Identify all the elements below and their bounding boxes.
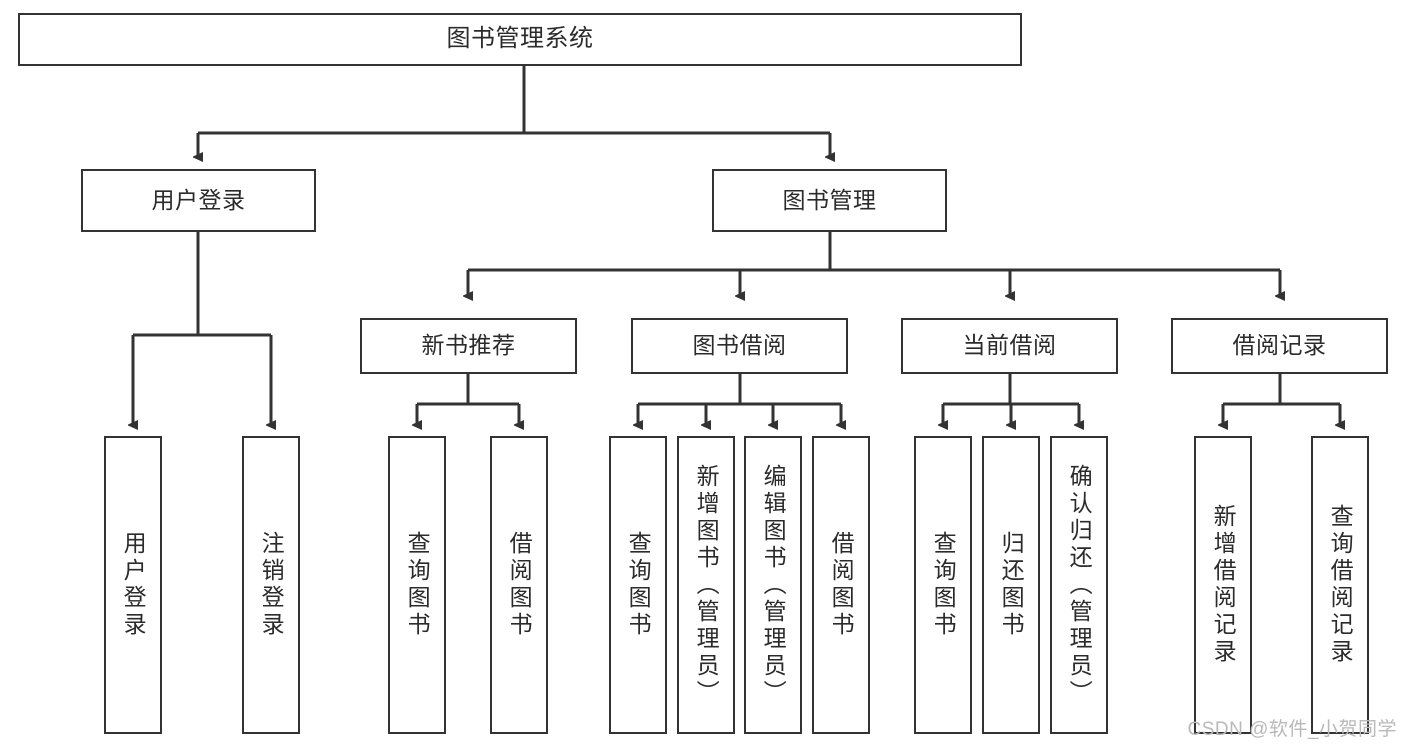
node-new-book-recommend[interactable]: 新书推荐 [360, 318, 577, 374]
node-label: 查询借阅记录 [1327, 504, 1354, 666]
connector-newbook-to-leaves [417, 374, 519, 425]
connector-current-to-leaves [943, 374, 1079, 425]
node-label: 图书借阅 [692, 332, 787, 359]
node-label: 当前借阅 [962, 332, 1057, 359]
node-label: 借阅图书 [506, 531, 533, 639]
node-label: 编辑图书（管理员） [760, 463, 787, 707]
node-label: 查询图书 [404, 531, 431, 639]
node-label: 借阅记录 [1232, 332, 1327, 359]
node-current-borrow[interactable]: 当前借阅 [901, 318, 1118, 374]
leaf-borrow-borrow-book[interactable]: 借阅图书 [812, 436, 870, 734]
connector-records-to-leaves [1223, 374, 1340, 425]
node-label: 借阅图书 [828, 531, 855, 639]
leaf-records-query-record[interactable]: 查询借阅记录 [1311, 436, 1369, 734]
leaf-borrow-add-book-admin[interactable]: 新增图书（管理员） [677, 436, 735, 734]
node-label: 新增图书（管理员） [693, 463, 720, 707]
leaf-current-return-book[interactable]: 归还图书 [982, 436, 1040, 734]
connector-root-to-level2 [198, 66, 830, 157]
node-root-system[interactable]: 图书管理系统 [18, 13, 1022, 66]
node-label: 新增借阅记录 [1210, 504, 1237, 666]
node-label: 注销登录 [258, 531, 285, 639]
leaf-borrow-query-book[interactable]: 查询图书 [609, 436, 667, 734]
node-label: 归还图书 [998, 531, 1025, 639]
node-user-login[interactable]: 用户登录 [81, 169, 316, 232]
node-label: 用户登录 [120, 531, 147, 639]
leaf-new-book-query[interactable]: 查询图书 [388, 436, 446, 734]
node-label: 查询图书 [930, 531, 957, 639]
node-borrow-records[interactable]: 借阅记录 [1171, 318, 1388, 374]
leaf-user-login-signin[interactable]: 用户登录 [104, 436, 162, 734]
leaf-records-add-record[interactable]: 新增借阅记录 [1194, 436, 1252, 734]
node-label: 查询图书 [625, 531, 652, 639]
node-label: 新书推荐 [421, 332, 516, 359]
node-label: 用户登录 [151, 186, 246, 213]
leaf-new-book-borrow[interactable]: 借阅图书 [490, 436, 548, 734]
connector-userlogin-to-leaves [133, 232, 271, 425]
leaf-user-login-signout[interactable]: 注销登录 [242, 436, 300, 734]
leaf-current-confirm-return-admin[interactable]: 确认归还（管理员） [1050, 436, 1108, 734]
node-book-borrow[interactable]: 图书借阅 [631, 318, 848, 374]
node-book-management[interactable]: 图书管理 [712, 169, 947, 232]
node-label: 图书管理 [782, 186, 877, 213]
node-label: 确认归还（管理员） [1066, 463, 1093, 707]
connector-borrow-to-leaves [638, 374, 841, 425]
connector-bookmgmt-to-level3 [468, 232, 1280, 296]
leaf-borrow-edit-book-admin[interactable]: 编辑图书（管理员） [744, 436, 802, 734]
node-label: 图书管理系统 [446, 25, 594, 53]
leaf-current-query-book[interactable]: 查询图书 [914, 436, 972, 734]
